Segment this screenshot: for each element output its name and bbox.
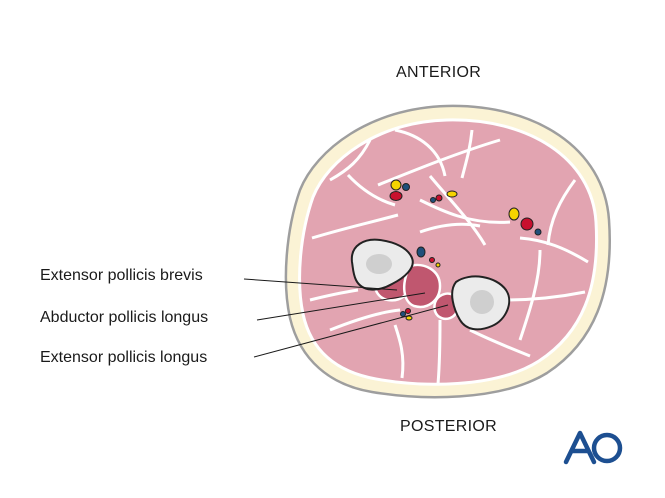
label-posterior: POSTERIOR — [400, 418, 497, 435]
neurovascular-bundle-anterior-interosseous — [430, 190, 458, 203]
leader-extensor-pollicis-brevis — [243, 278, 398, 291]
leader-abductor-pollicis-longus — [256, 292, 426, 321]
label-leader-lines — [243, 278, 449, 358]
ao-logo — [563, 430, 623, 465]
neurovascular-bundle-ulnar — [508, 207, 542, 236]
label-extensor-pollicis-longus: Extensor pollicis longus — [40, 349, 208, 366]
leader-extensor-pollicis-longus — [253, 304, 449, 358]
neurovascular-bundle-radial — [389, 179, 410, 201]
muscle-septa — [309, 128, 589, 385]
neurovascular-bundle-posterior-interosseous — [400, 308, 413, 321]
label-anterior: ANTERIOR — [396, 64, 482, 81]
neurovascular-bundle-interosseous — [416, 246, 441, 268]
muscle-abductor-pollicis-longus — [402, 263, 442, 309]
label-abductor-pollicis-longus: Abductor pollicis longus — [40, 309, 209, 326]
radius-marrow — [366, 254, 392, 274]
ulna-marrow — [470, 290, 494, 314]
fascia — [298, 118, 599, 386]
label-extensor-pollicis-brevis: Extensor pollicis brevis — [40, 267, 203, 284]
